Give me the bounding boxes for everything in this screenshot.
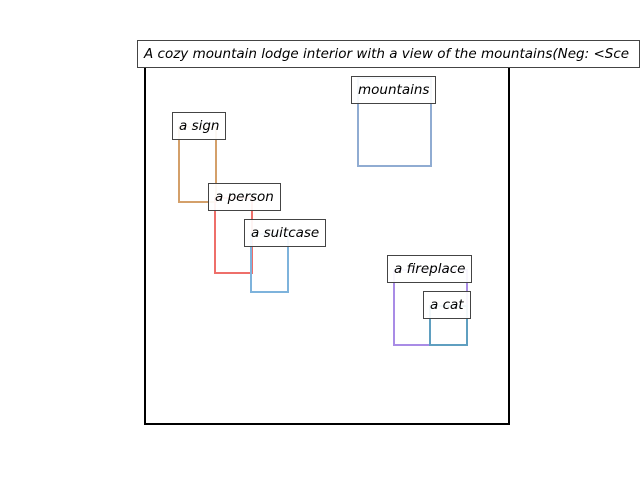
- label-fireplace: a fireplace: [387, 255, 473, 283]
- label-mountains: mountains: [351, 76, 437, 104]
- label-person: a person: [208, 183, 281, 211]
- label-sign: a sign: [172, 112, 227, 140]
- label-cat: a cat: [423, 291, 471, 319]
- caption-title: A cozy mountain lodge interior with a vi…: [137, 40, 640, 68]
- label-suitcase: a suitcase: [244, 219, 327, 247]
